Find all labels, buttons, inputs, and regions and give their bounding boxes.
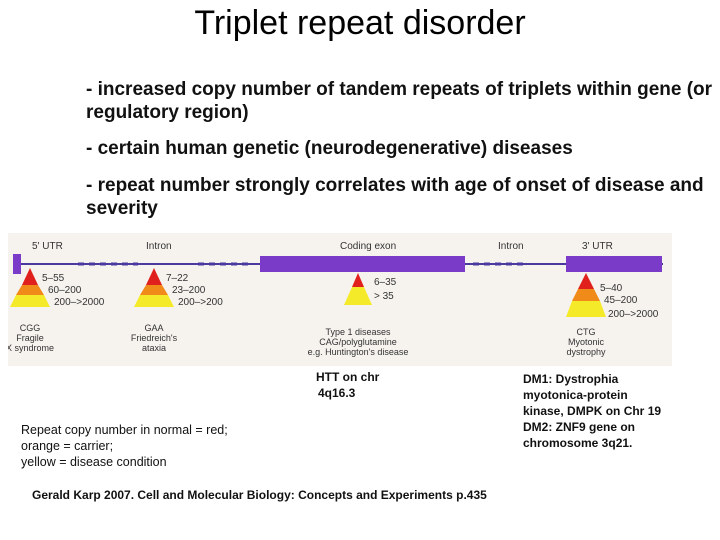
dm-note-line: DM2: ZNF9 gene on [523,420,636,434]
pyramid-disease-label: dystrophy [566,347,606,357]
dm-note-line: myotonica-protein [523,388,628,402]
region-label-intron-2: Intron [498,241,524,252]
dm-note: DM1: Dystrophia myotonica-protein kinase… [523,371,703,451]
gene-repeat-diagram: 5' UTR Intron Coding exon Intron 3' UTR … [8,233,672,366]
pyramid-normal-segment [352,273,364,287]
htt-note-line: HTT on chr [316,370,380,384]
pyramid-range-disease: 200–>200 [178,297,223,308]
pyramid-disease-segment [344,287,372,305]
coding-exon-block [260,256,465,272]
pyramid-disease-label: Friedreich's [131,333,178,343]
utr5-block [13,254,21,274]
utr3-block [566,256,662,272]
color-legend: Repeat copy number in normal = red; oran… [21,422,321,470]
pyramid-range-disease: 200–>2000 [54,297,105,308]
legend-line-disease: yellow = disease condition [21,455,167,469]
pyramid-disease-label: ataxia [142,343,166,353]
gene-diagram-svg: 5' UTR Intron Coding exon Intron 3' UTR … [8,241,663,357]
pyramid-normal-segment [22,268,38,285]
repeat-pyramid-ctg: 5–40 45–200 200–>2000 CTG Myotonic dystr… [566,273,659,357]
repeat-pyramid-gaa: 7–22 23–200 200–>200 GAA Friedreich's at… [131,268,223,353]
dm-note-line: DM1: Dystrophia [523,372,619,386]
htt-note-line: 4q16.3 [318,386,356,400]
pyramid-disease-label: CTG [577,327,596,337]
pyramid-disease-label: CGG [20,323,41,333]
pyramid-disease-segment [566,301,606,317]
dm-note-line: kinase, DMPK on Chr 19 [523,404,662,418]
pyramid-range-carrier: 60–200 [48,285,82,296]
region-label-utr5: 5' UTR [32,241,63,252]
pyramid-range-disease: 200–>2000 [608,309,659,320]
pyramid-disease-segment [134,295,174,307]
pyramid-range-disease: > 35 [374,291,394,302]
pyramid-disease-label: Type 1 diseases [325,327,391,337]
legend-line-normal: Repeat copy number in normal = red; [21,423,228,437]
region-label-utr3: 3' UTR [582,241,613,252]
pyramid-carrier-segment [572,289,600,301]
bullet-age-of-onset: - repeat number strongly correlates with… [86,175,704,219]
pyramid-disease-label: Fragile [16,333,44,343]
citation: Gerald Karp 2007. Cell and Molecular Bio… [32,488,487,502]
pyramid-disease-label: Myotonic [568,337,605,347]
pyramid-range-normal: 7–22 [166,273,189,284]
bullet-human-diseases: - certain human genetic (neurodegenerati… [86,138,573,159]
bullet-increased-copy-number: - increased copy number of tandem repeat… [86,79,713,123]
pyramid-normal-segment [578,273,594,289]
pyramid-disease-label: X syndrome [8,343,54,353]
pyramid-carrier-segment [140,285,168,295]
legend-line-carrier: orange = carrier; [21,439,114,453]
pyramid-range-carrier: 45–200 [604,295,638,306]
pyramid-range-normal: 5–55 [42,273,65,284]
pyramid-range-normal: 5–40 [600,283,623,294]
pyramid-range-normal: 6–35 [374,277,397,288]
pyramid-normal-segment [146,268,162,285]
region-label-intron-1: Intron [146,241,172,252]
repeat-pyramid-cag: 6–35 > 35 Type 1 diseases CAG/polyglutam… [308,273,409,357]
htt-note: HTT on chr 4q16.3 [316,369,426,401]
dm-note-line: chromosome 3q21. [523,436,633,450]
pyramid-disease-label: GAA [144,323,163,333]
pyramid-disease-label: e.g. Huntington's disease [308,347,409,357]
pyramid-carrier-segment [16,285,44,295]
region-label-coding-exon: Coding exon [340,241,396,252]
page-title: Triplet repeat disorder [194,4,526,42]
pyramid-disease-label: CAG/polyglutamine [319,337,397,347]
repeat-pyramid-cgg: 5–55 60–200 200–>2000 CGG Fragile X synd… [8,268,105,353]
pyramid-range-carrier: 23–200 [172,285,206,296]
pyramid-disease-segment [10,295,50,307]
